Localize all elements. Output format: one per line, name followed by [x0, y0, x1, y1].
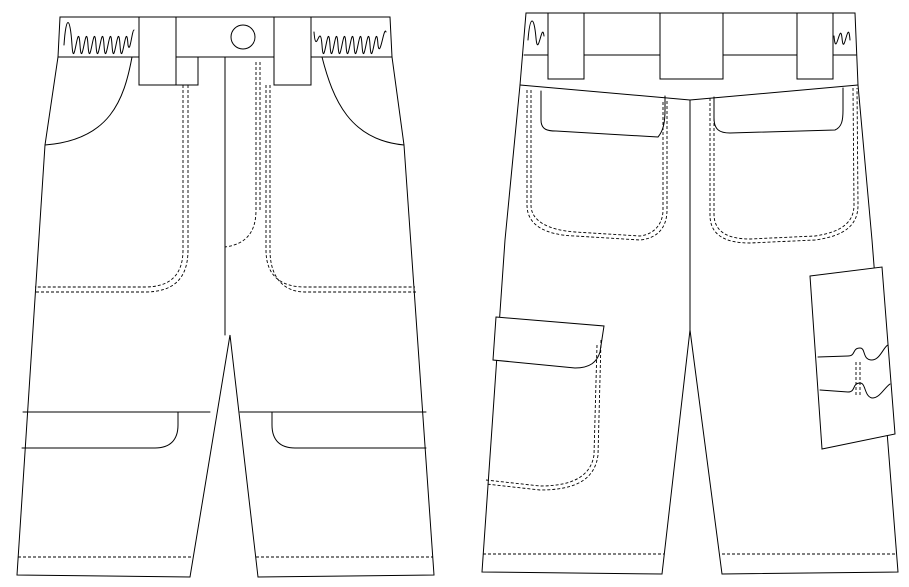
- back-belt-loop-center: [659, 12, 724, 80]
- back-cargo-pocket-left: [485, 316, 605, 491]
- elastic-wave-right: [313, 30, 387, 55]
- fly-stitching: [224, 62, 257, 248]
- back-pocket-left: [526, 90, 668, 241]
- back-belt-loop-right: [796, 12, 834, 80]
- front-knee-pocket-right: [271, 411, 427, 449]
- back-view: [481, 12, 899, 575]
- back-waistband: [519, 12, 859, 101]
- front-pocket-left: [44, 56, 133, 146]
- belt-loop-left: [138, 16, 177, 86]
- belt-loop-right: [273, 16, 312, 86]
- fly-tab: [175, 56, 199, 86]
- waist-button: [230, 24, 256, 50]
- elastic-wave-left: [63, 22, 135, 55]
- back-pocket-right: [709, 87, 859, 244]
- front-view: [16, 16, 435, 578]
- back-elastic-wave-right: [833, 31, 851, 45]
- front-pocket-right: [321, 56, 405, 146]
- front-panel-stitch-right: [265, 85, 415, 288]
- cargo-flap-curve: [817, 344, 889, 361]
- front-panel-stitch-left: [35, 85, 184, 288]
- back-belt-loop-left: [547, 12, 585, 80]
- front-knee-pocket-left: [21, 411, 179, 449]
- back-elastic-wave-left: [527, 20, 545, 46]
- front-waistband: [57, 16, 393, 86]
- back-cargo-pocket-right: [809, 266, 896, 450]
